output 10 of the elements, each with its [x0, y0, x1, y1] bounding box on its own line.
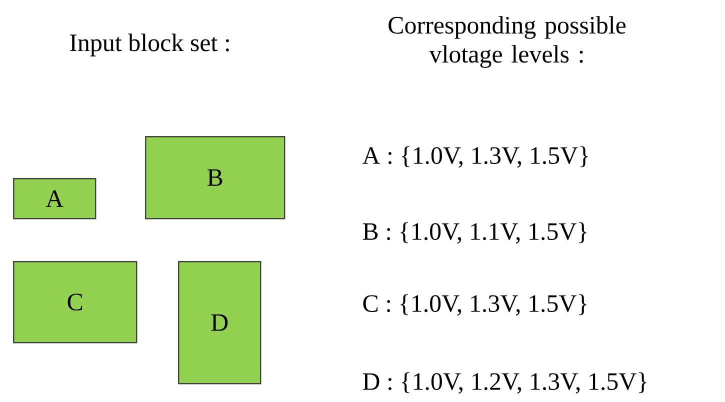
- block-box: D: [178, 261, 262, 384]
- text: C : {1.0V, 1.3V, 1.5V}: [363, 294, 586, 316]
- block-box: A: [13, 178, 96, 220]
- text: B : {1.0V, 1.1V, 1.5V}: [362, 222, 586, 244]
- block-box: B: [145, 136, 286, 220]
- text: Input block set :: [70, 34, 229, 56]
- heading: Corresponding possible vlotage levels :: [388, 16, 626, 68]
- text: D : {1.0V, 1.2V, 1.3V, 1.5V}: [362, 372, 646, 394]
- block-box: C: [13, 261, 138, 344]
- text: A : {1.0V, 1.3V, 1.5V}: [362, 146, 588, 168]
